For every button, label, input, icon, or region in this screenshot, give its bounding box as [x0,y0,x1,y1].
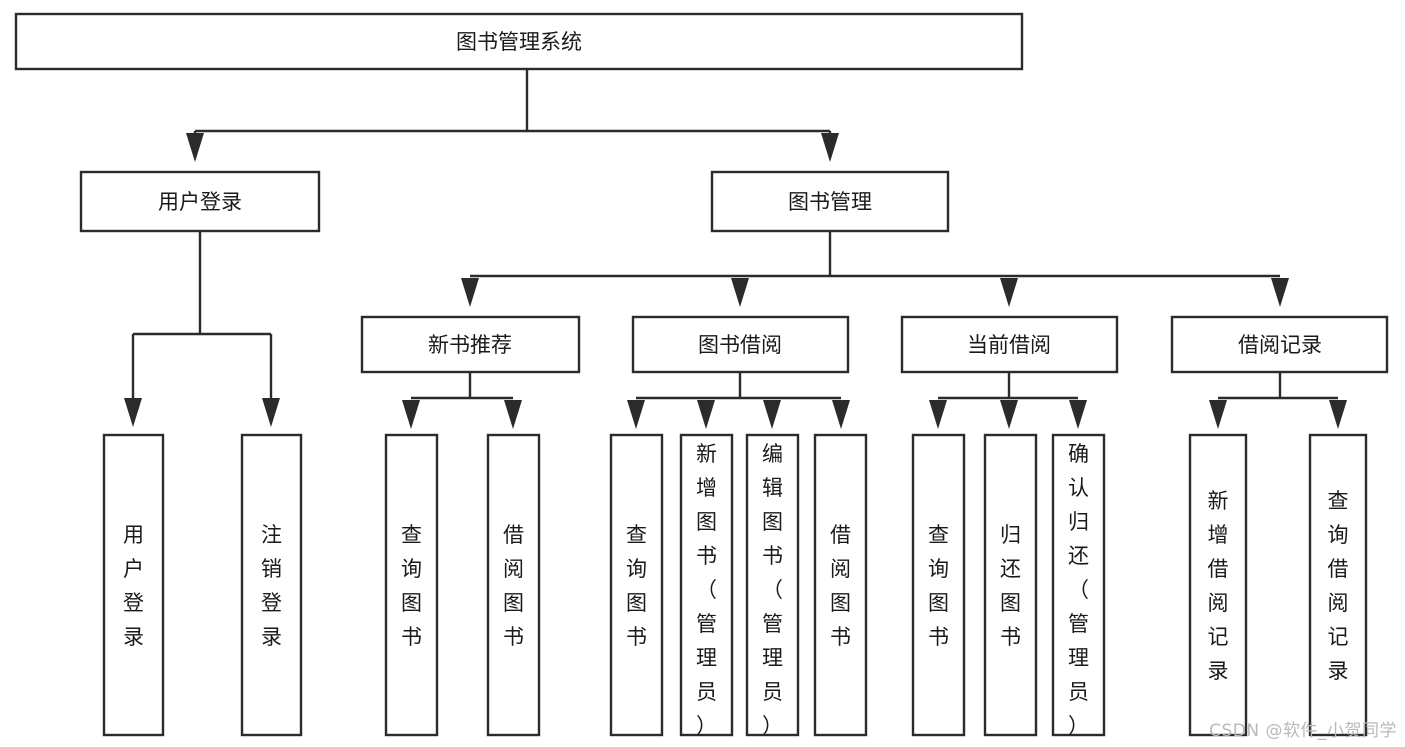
connector-group-currentborrow-to-leaves [929,372,1087,429]
arrow-head-leaf-confirm-return [1069,400,1087,429]
arrow-head-leaf-edit-book [763,400,781,429]
connector-group-borrowrecord-to-leaves [1209,372,1347,429]
arrow-head-leaf-query-record [1329,400,1347,429]
leaf-return-book-label: 归还图书 [1000,523,1021,649]
arrow-head-to-user-login [186,133,204,162]
leaf-query-record[interactable] [1308,433,1368,737]
leaf-edit-book-box[interactable] [745,433,800,737]
arrow-head-leaf-user-login [124,398,142,427]
node-root-label: 图书管理系统 [456,30,582,54]
node-borrow-record-box[interactable] [1170,315,1389,374]
node-borrow-record[interactable]: 借阅记录 [1170,315,1389,374]
leaf-query-book-2-box[interactable] [609,433,664,737]
leaf-query-record-label: 查询借阅记录 [1328,489,1349,683]
leaf-confirm-return-label: 确认归还（管理员） [1068,442,1089,738]
node-book-management-label: 图书管理 [788,190,872,214]
leaf-query-record-box[interactable] [1308,433,1368,737]
connector-group-newbook-to-leaves [402,372,522,429]
arrow-head-leaf-query-book-1 [402,400,420,429]
arrow-head-leaf-add-record [1209,400,1227,429]
leaf-add-book-label: 新增图书（管理员） [696,442,717,738]
node-current-borrow[interactable]: 当前借阅 [900,315,1119,374]
node-book-borrow-box[interactable] [631,315,850,374]
node-book-borrow[interactable]: 图书借阅 [631,315,850,374]
leaf-query-book-2[interactable] [609,433,664,737]
leaf-borrow-book-1-box[interactable] [486,433,541,737]
leaf-borrow-book-1[interactable] [486,433,541,737]
leaf-user-login-label: 用户登录 [123,523,144,649]
arrow-head-to-book-mgmt [821,133,839,162]
arrow-head-leaf-return-book [1000,400,1018,429]
node-new-book-recommend[interactable]: 新书推荐 [360,315,581,374]
arrow-head-leaf-query-book-2 [627,400,645,429]
leaf-labels-group: 用户登录 注销登录 查询图书 借阅图书 查询图书 新增图书（管理员） 编辑图书（管理员） 借阅… [123,442,1349,738]
leaf-add-book[interactable] [679,433,734,737]
leaf-add-record[interactable] [1188,433,1248,737]
node-current-borrow-label: 当前借阅 [967,333,1051,357]
connector-group-bookborrow-to-leaves [627,372,850,429]
leaf-query-book-3-box[interactable] [911,433,966,737]
leaf-add-record-label: 新增借阅记录 [1208,489,1229,683]
arrow-head-to-borrow-record [1271,278,1289,307]
arrow-head-to-book-borrow [731,278,749,307]
leaf-user-login-box[interactable] [102,433,165,737]
leaf-user-login[interactable] [102,433,165,737]
leaf-add-record-box[interactable] [1188,433,1248,737]
node-book-management-box[interactable] [710,170,950,233]
arrow-head-leaf-logout [262,398,280,427]
leaf-return-book[interactable] [983,433,1038,737]
node-book-borrow-label: 图书借阅 [698,333,782,357]
leaf-query-book-1[interactable] [384,433,439,737]
leaf-query-book-2-label: 查询图书 [626,523,647,649]
leaf-add-book-box[interactable] [679,433,734,737]
node-root-box[interactable] [14,12,1024,71]
leaf-borrow-book-1-label: 借阅图书 [503,523,524,649]
node-current-borrow-box[interactable] [900,315,1119,374]
arrow-head-leaf-borrow-book-2 [832,400,850,429]
leaf-query-book-3[interactable] [911,433,966,737]
leaf-logout-label: 注销登录 [261,523,282,649]
node-user-login[interactable]: 用户登录 [79,170,321,233]
leaf-query-book-3-label: 查询图书 [928,523,949,649]
arrow-head-to-current-borrow [1000,278,1018,307]
node-new-book-recommend-label: 新书推荐 [428,333,512,357]
leaf-return-book-box[interactable] [983,433,1038,737]
leaf-borrow-book-2[interactable] [813,433,868,737]
csdn-watermark: CSDN @软件_小贺同学 [1209,721,1397,741]
leaf-borrow-book-2-box[interactable] [813,433,868,737]
arrow-head-leaf-query-book-3 [929,400,947,429]
leaf-logout[interactable] [240,433,303,737]
connector-group-root-to-level2 [186,69,839,162]
leaf-query-book-1-box[interactable] [384,433,439,737]
node-book-management[interactable]: 图书管理 [710,170,950,233]
node-user-login-label: 用户登录 [158,190,242,214]
connector-group-userlogin-to-leaves [124,231,280,427]
connector-group-bookmgmt-to-level3 [461,231,1289,307]
node-borrow-record-label: 借阅记录 [1238,333,1322,357]
node-new-book-recommend-box[interactable] [360,315,581,374]
leaf-query-book-1-label: 查询图书 [401,523,422,649]
arrow-head-to-new-book [461,278,479,307]
leaf-edit-book[interactable] [745,433,800,737]
leaf-edit-book-label: 编辑图书（管理员） [762,442,783,738]
leaf-confirm-return[interactable] [1051,433,1106,737]
arrow-head-leaf-add-book [697,400,715,429]
node-user-login-box[interactable] [79,170,321,233]
leaf-borrow-book-2-label: 借阅图书 [830,523,851,649]
node-root[interactable]: 图书管理系统 [14,12,1024,71]
leaf-logout-box[interactable] [240,433,303,737]
leaf-confirm-return-box[interactable] [1051,433,1106,737]
arrow-head-leaf-borrow-book-1 [504,400,522,429]
